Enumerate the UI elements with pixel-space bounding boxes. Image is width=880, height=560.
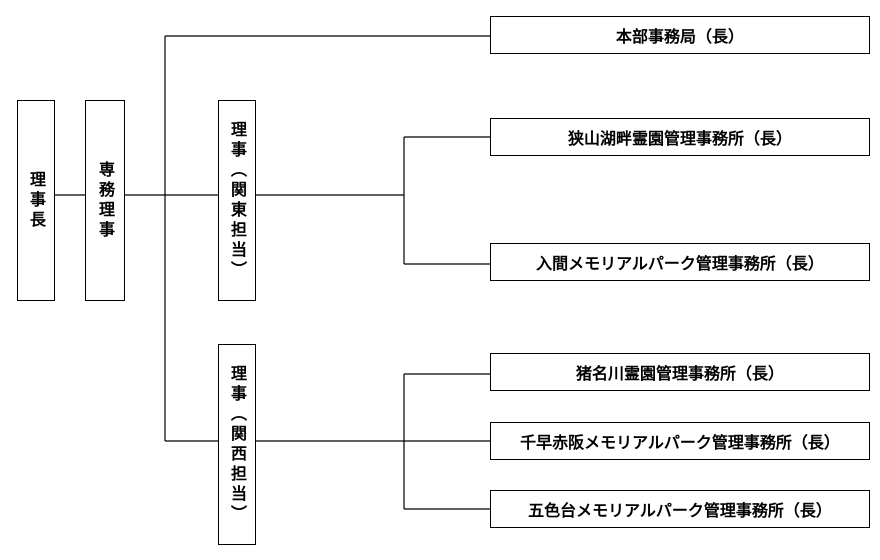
director-kansai-label: 理事（関西担当）	[228, 364, 247, 525]
sayama-office-label: 狭山湖畔霊園管理事務所（長）	[567, 129, 792, 148]
iruma-office-box: 入間メモリアルパーク管理事務所（長）	[490, 243, 870, 281]
director-kanto-box: 理事（関東担当）	[218, 100, 256, 301]
goshikidai-office-box: 五色台メモリアルパーク管理事務所（長）	[490, 490, 870, 528]
iruma-office-label: 入間メモリアルパーク管理事務所（長）	[536, 254, 824, 273]
head-office-box: 本部事務局（長）	[490, 16, 870, 54]
sayama-office-box: 狭山湖畔霊園管理事務所（長）	[490, 118, 870, 156]
chihaya-office-label: 千早赤阪メモリアルパーク管理事務所（長）	[520, 433, 840, 452]
chairman-box: 理事長	[17, 100, 55, 301]
head-office-label: 本部事務局（長）	[615, 27, 744, 46]
inagawa-office-label: 猪名川霊園管理事務所（長）	[575, 364, 784, 383]
director-kansai-box: 理事（関西担当）	[218, 344, 256, 545]
executive-director-box: 専務理事	[85, 100, 125, 301]
inagawa-office-box: 猪名川霊園管理事務所（長）	[490, 353, 870, 391]
goshikidai-office-label: 五色台メモリアルパーク管理事務所（長）	[528, 501, 832, 520]
chihaya-office-box: 千早赤阪メモリアルパーク管理事務所（長）	[490, 422, 870, 460]
director-kanto-label: 理事（関東担当）	[228, 120, 247, 281]
executive-director-label: 専務理事	[96, 160, 115, 241]
chairman-label: 理事長	[27, 170, 46, 231]
